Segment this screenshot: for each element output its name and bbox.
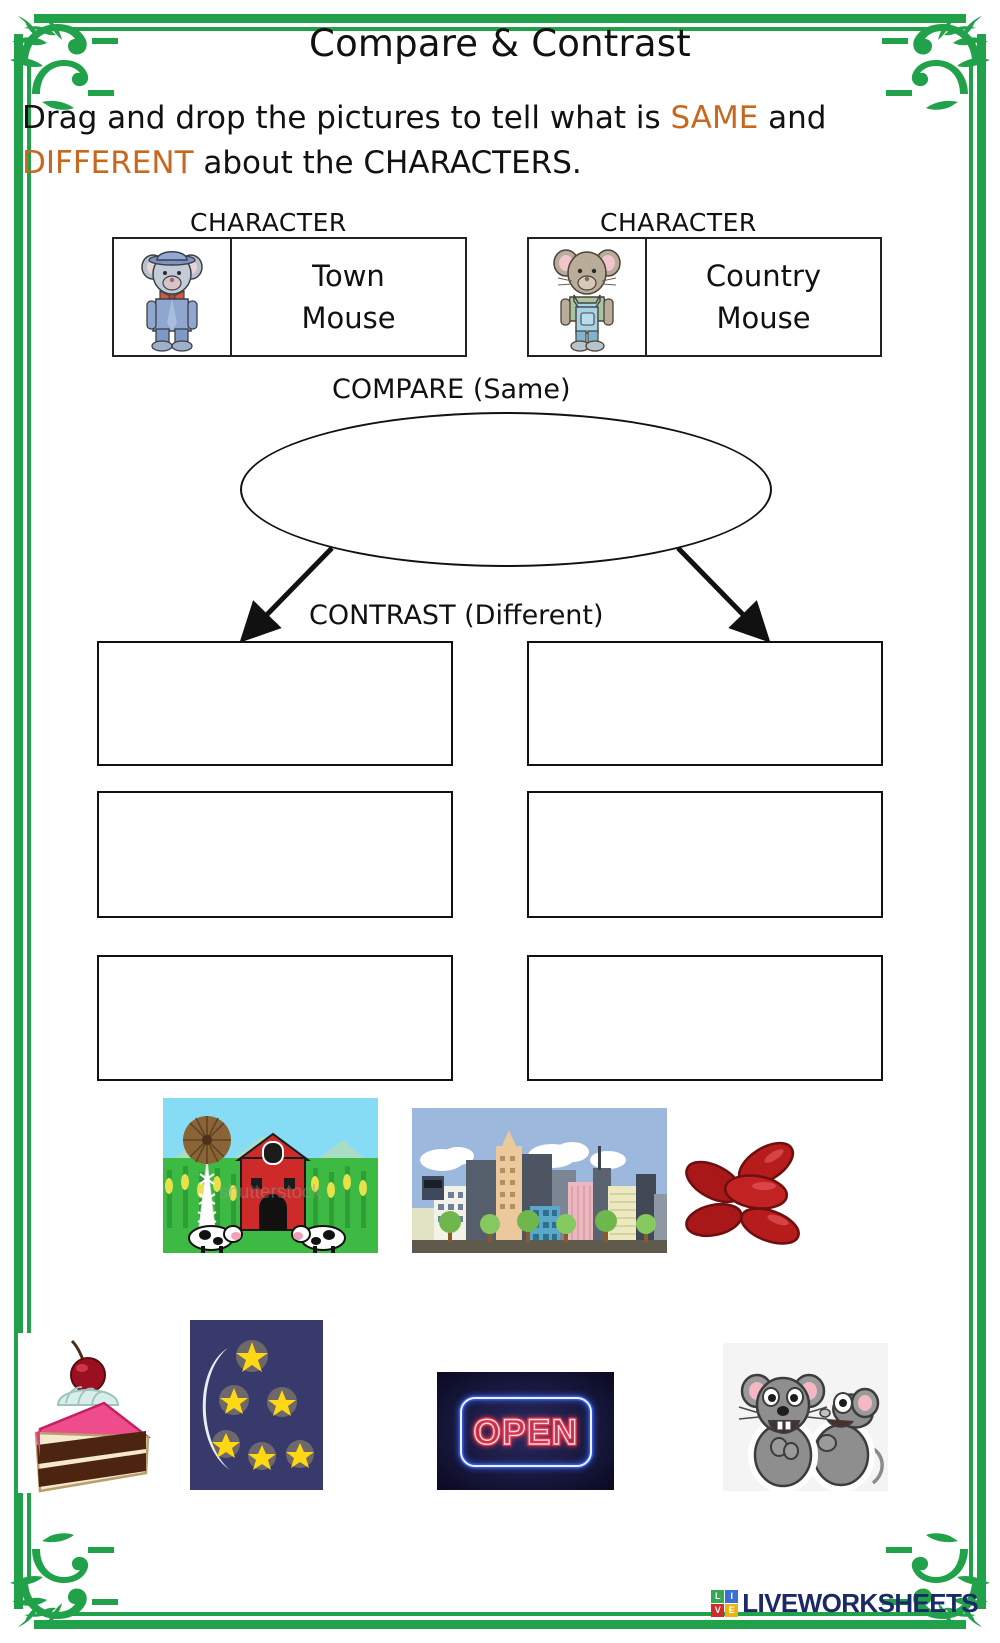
logo-letter-v: V: [711, 1604, 725, 1617]
contrast-left-dropzone-3[interactable]: [97, 955, 453, 1081]
city-skyline-image[interactable]: [412, 1108, 667, 1253]
character-1-header: CHARACTER: [190, 208, 347, 237]
instructions-text: Drag and drop the pictures to tell what …: [22, 96, 922, 186]
character-1-name: Town Mouse: [232, 239, 465, 355]
cake-slice-image[interactable]: [18, 1333, 158, 1493]
moon-and-stars-image[interactable]: [190, 1320, 323, 1490]
contrast-left-dropzone-1[interactable]: [97, 641, 453, 766]
liveworksheets-logo-text: LIVEWORKSHEETS: [742, 1588, 978, 1618]
instructions-part1: Drag and drop the pictures to tell what …: [22, 100, 671, 136]
arrow-right: [676, 546, 771, 643]
kidney-beans-image[interactable]: [678, 1140, 813, 1250]
arrow-left: [239, 546, 334, 643]
logo-letter-i: I: [725, 1590, 739, 1603]
svg-text:shutterstock: shutterstock: [219, 1182, 322, 1203]
compare-oval-dropzone[interactable]: [240, 412, 772, 567]
character-2-box: Country Mouse: [527, 237, 882, 357]
contrast-right-dropzone-2[interactable]: [527, 791, 883, 918]
compare-label: COMPARE (Same): [328, 374, 575, 405]
liveworksheets-logo-mark: L I V E: [711, 1590, 739, 1617]
instructions-part2: and: [758, 100, 827, 136]
character-1-name-line2: Mouse: [301, 301, 396, 335]
logo-letter-l: L: [711, 1590, 725, 1603]
country-mouse-icon: [529, 239, 647, 355]
town-mouse-icon: [114, 239, 232, 355]
contrast-right-dropzone-1[interactable]: [527, 641, 883, 766]
open-sign-text: OPEN: [473, 1413, 578, 1452]
open-neon-sign-image[interactable]: OPEN OPEN: [437, 1372, 614, 1490]
two-mice-talking-image[interactable]: [723, 1343, 888, 1491]
contrast-left-dropzone-2[interactable]: [97, 791, 453, 918]
character-1-name-line1: Town: [312, 258, 385, 293]
instructions-different-keyword: DIFFERENT: [22, 144, 194, 181]
character-2-name: Country Mouse: [647, 239, 880, 355]
character-1-box: Town Mouse: [112, 237, 467, 357]
page-title: Compare & Contrast: [309, 22, 691, 65]
character-2-name-line2: Mouse: [716, 301, 811, 335]
contrast-label: CONTRAST (Different): [305, 600, 608, 631]
instructions-same-keyword: SAME: [670, 100, 759, 136]
contrast-right-dropzone-3[interactable]: [527, 955, 883, 1081]
character-2-header: CHARACTER: [600, 208, 757, 237]
farm-barn-windmill-cows-image[interactable]: shutterstock: [163, 1098, 378, 1253]
logo-letter-e: E: [725, 1604, 739, 1617]
instructions-part3: about the CHARACTERS.: [193, 144, 582, 181]
open-sign-text-glow: OPEN: [473, 1413, 578, 1452]
character-2-name-line1: Country: [705, 258, 822, 293]
liveworksheets-logo[interactable]: L I V E LIVEWORKSHEETS: [711, 1588, 979, 1619]
